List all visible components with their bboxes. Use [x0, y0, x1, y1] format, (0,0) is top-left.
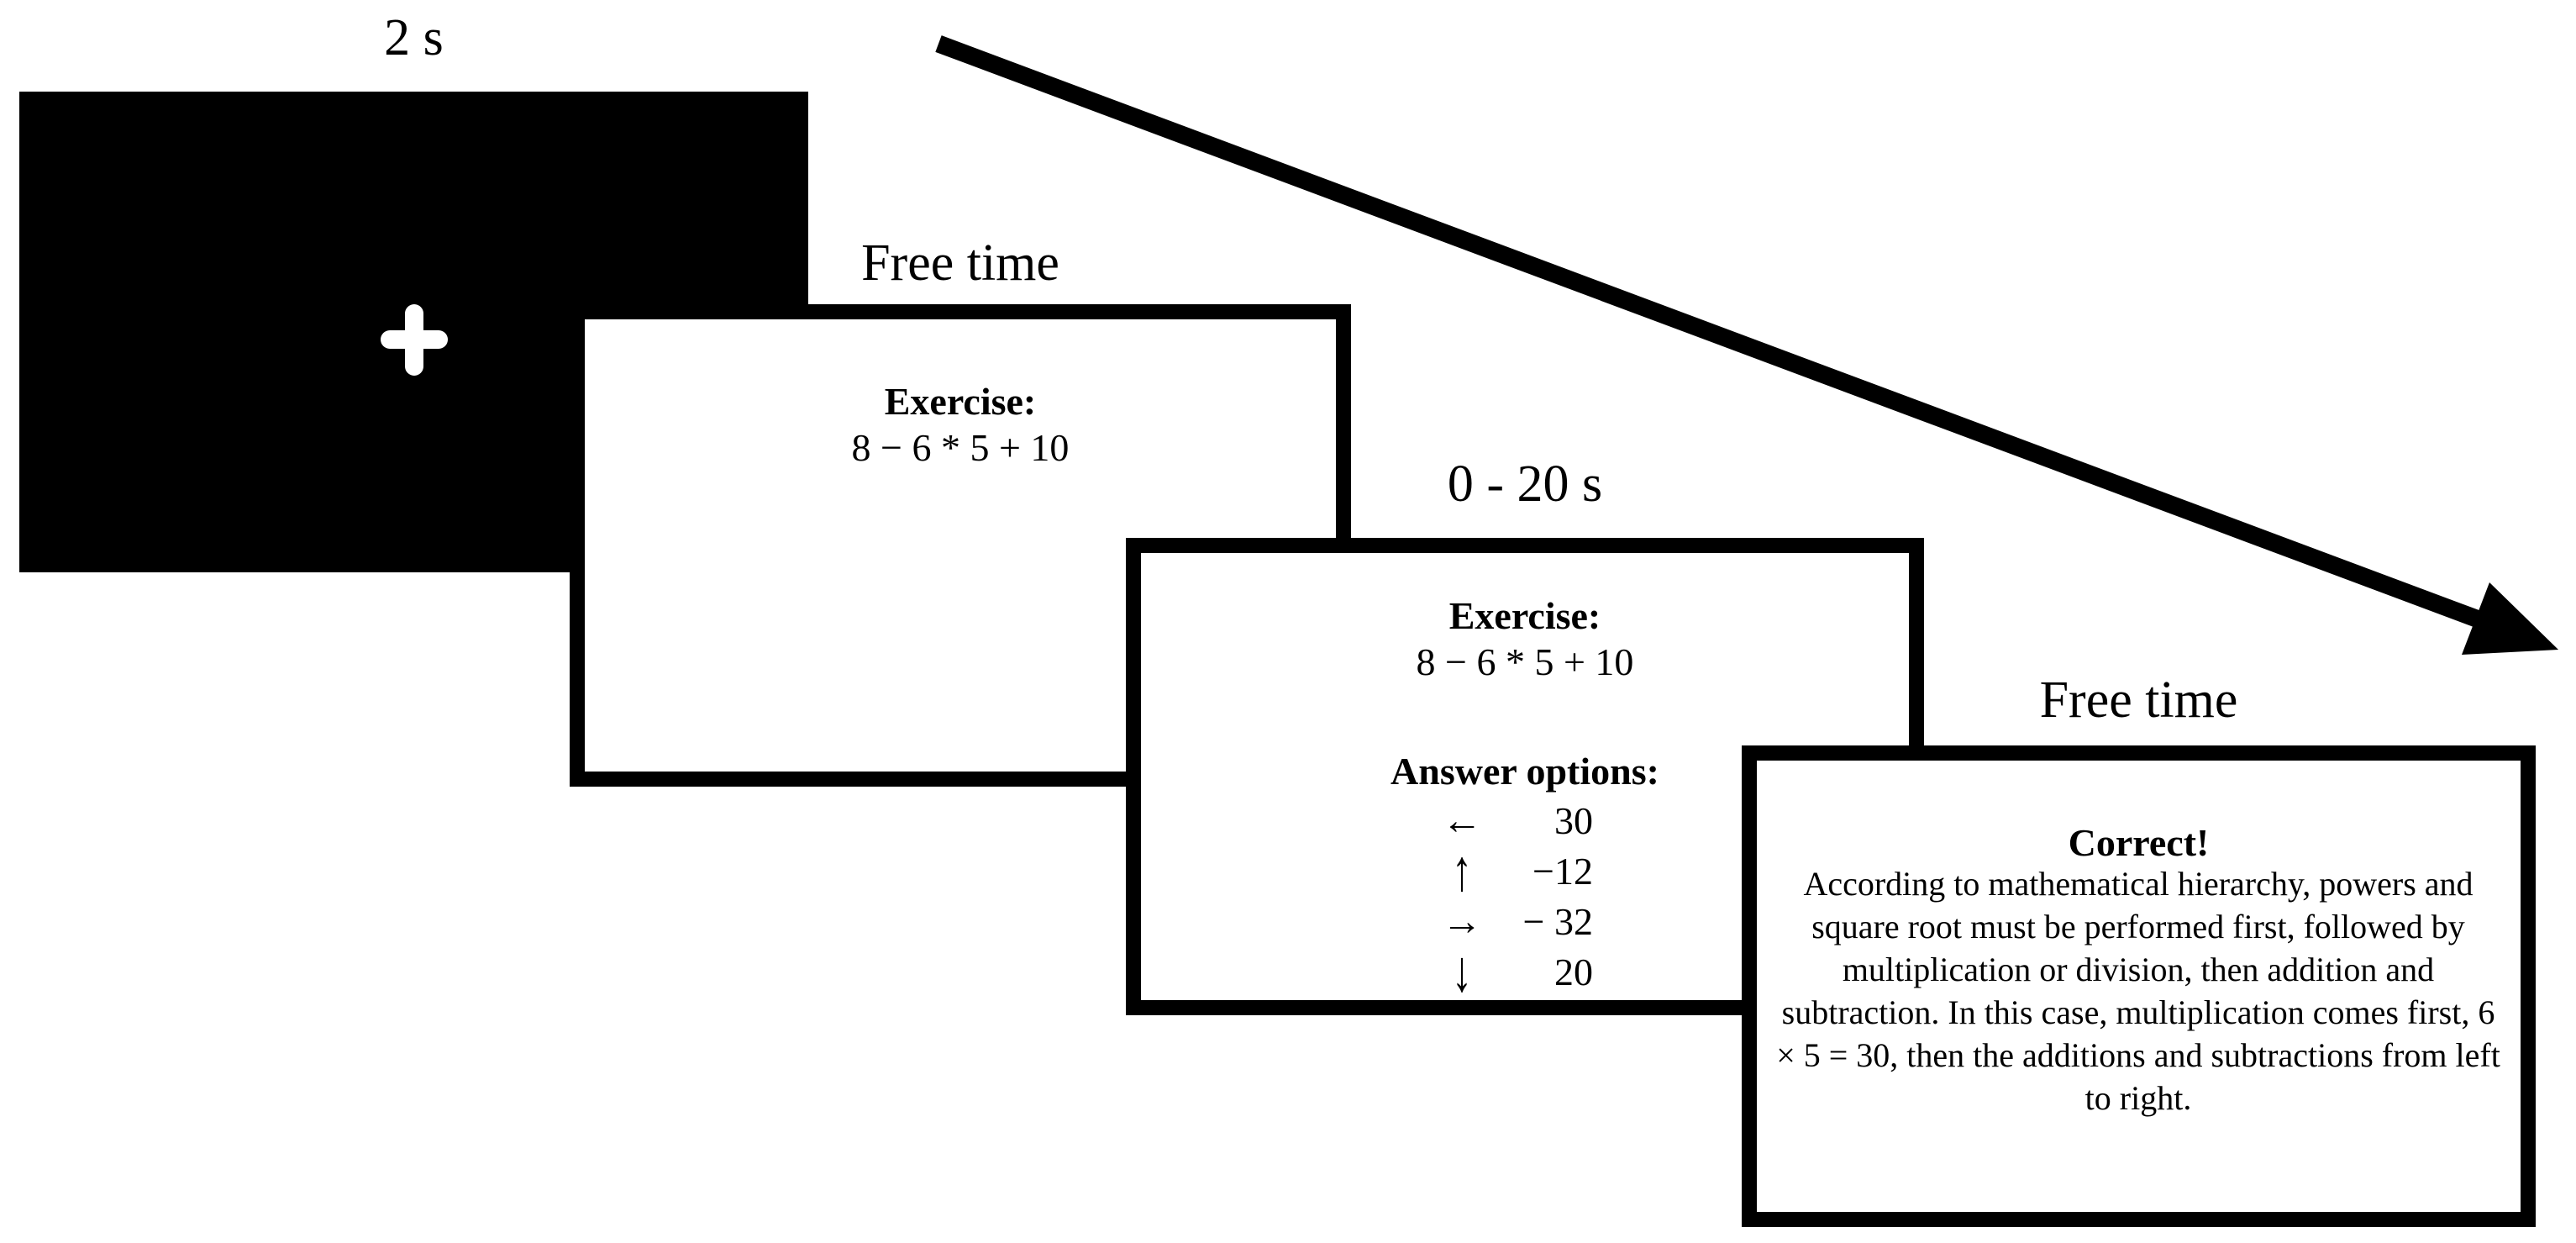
feedback-heading: Correct! [2068, 821, 2210, 864]
feedback-explanation: According to mathematical hierarchy, pow… [1776, 865, 2500, 1117]
answer-option-value: 20 [1554, 950, 1593, 993]
answer-option-value: − 32 [1522, 899, 1593, 943]
response-exercise-expression: 8 − 6 * 5 + 10 [1416, 640, 1634, 683]
feedback-screen [1742, 745, 2536, 1227]
answer-options-list: ← 30 ↑ −12 → − 32 ↓ 20 [1428, 795, 1593, 1004]
feedback-duration-label: Free time [2039, 672, 2238, 729]
down-arrow-icon: ↓ [1452, 939, 1472, 1004]
fixation-duration-label: 2 s [384, 9, 444, 66]
left-arrow-icon: ← [1442, 798, 1482, 843]
exercise-heading: Exercise: [884, 380, 1037, 423]
answer-option-row: ← 30 [1428, 795, 1593, 845]
answer-options-heading: Answer options: [1391, 750, 1659, 793]
answer-option-row: ↑ −12 [1428, 839, 1593, 903]
answer-option-row: ↓ 20 [1428, 940, 1593, 1004]
right-arrow-icon: → [1442, 898, 1482, 944]
response-exercise-heading: Exercise: [1448, 594, 1601, 637]
answer-option-value: 30 [1554, 798, 1593, 842]
answer-option-value: −12 [1532, 849, 1593, 893]
exercise-duration-label: Free time [861, 234, 1059, 292]
response-duration-label: 0 - 20 s [1447, 456, 1603, 513]
answer-option-row: → − 32 [1428, 896, 1593, 946]
up-arrow-icon: ↑ [1452, 838, 1472, 903]
